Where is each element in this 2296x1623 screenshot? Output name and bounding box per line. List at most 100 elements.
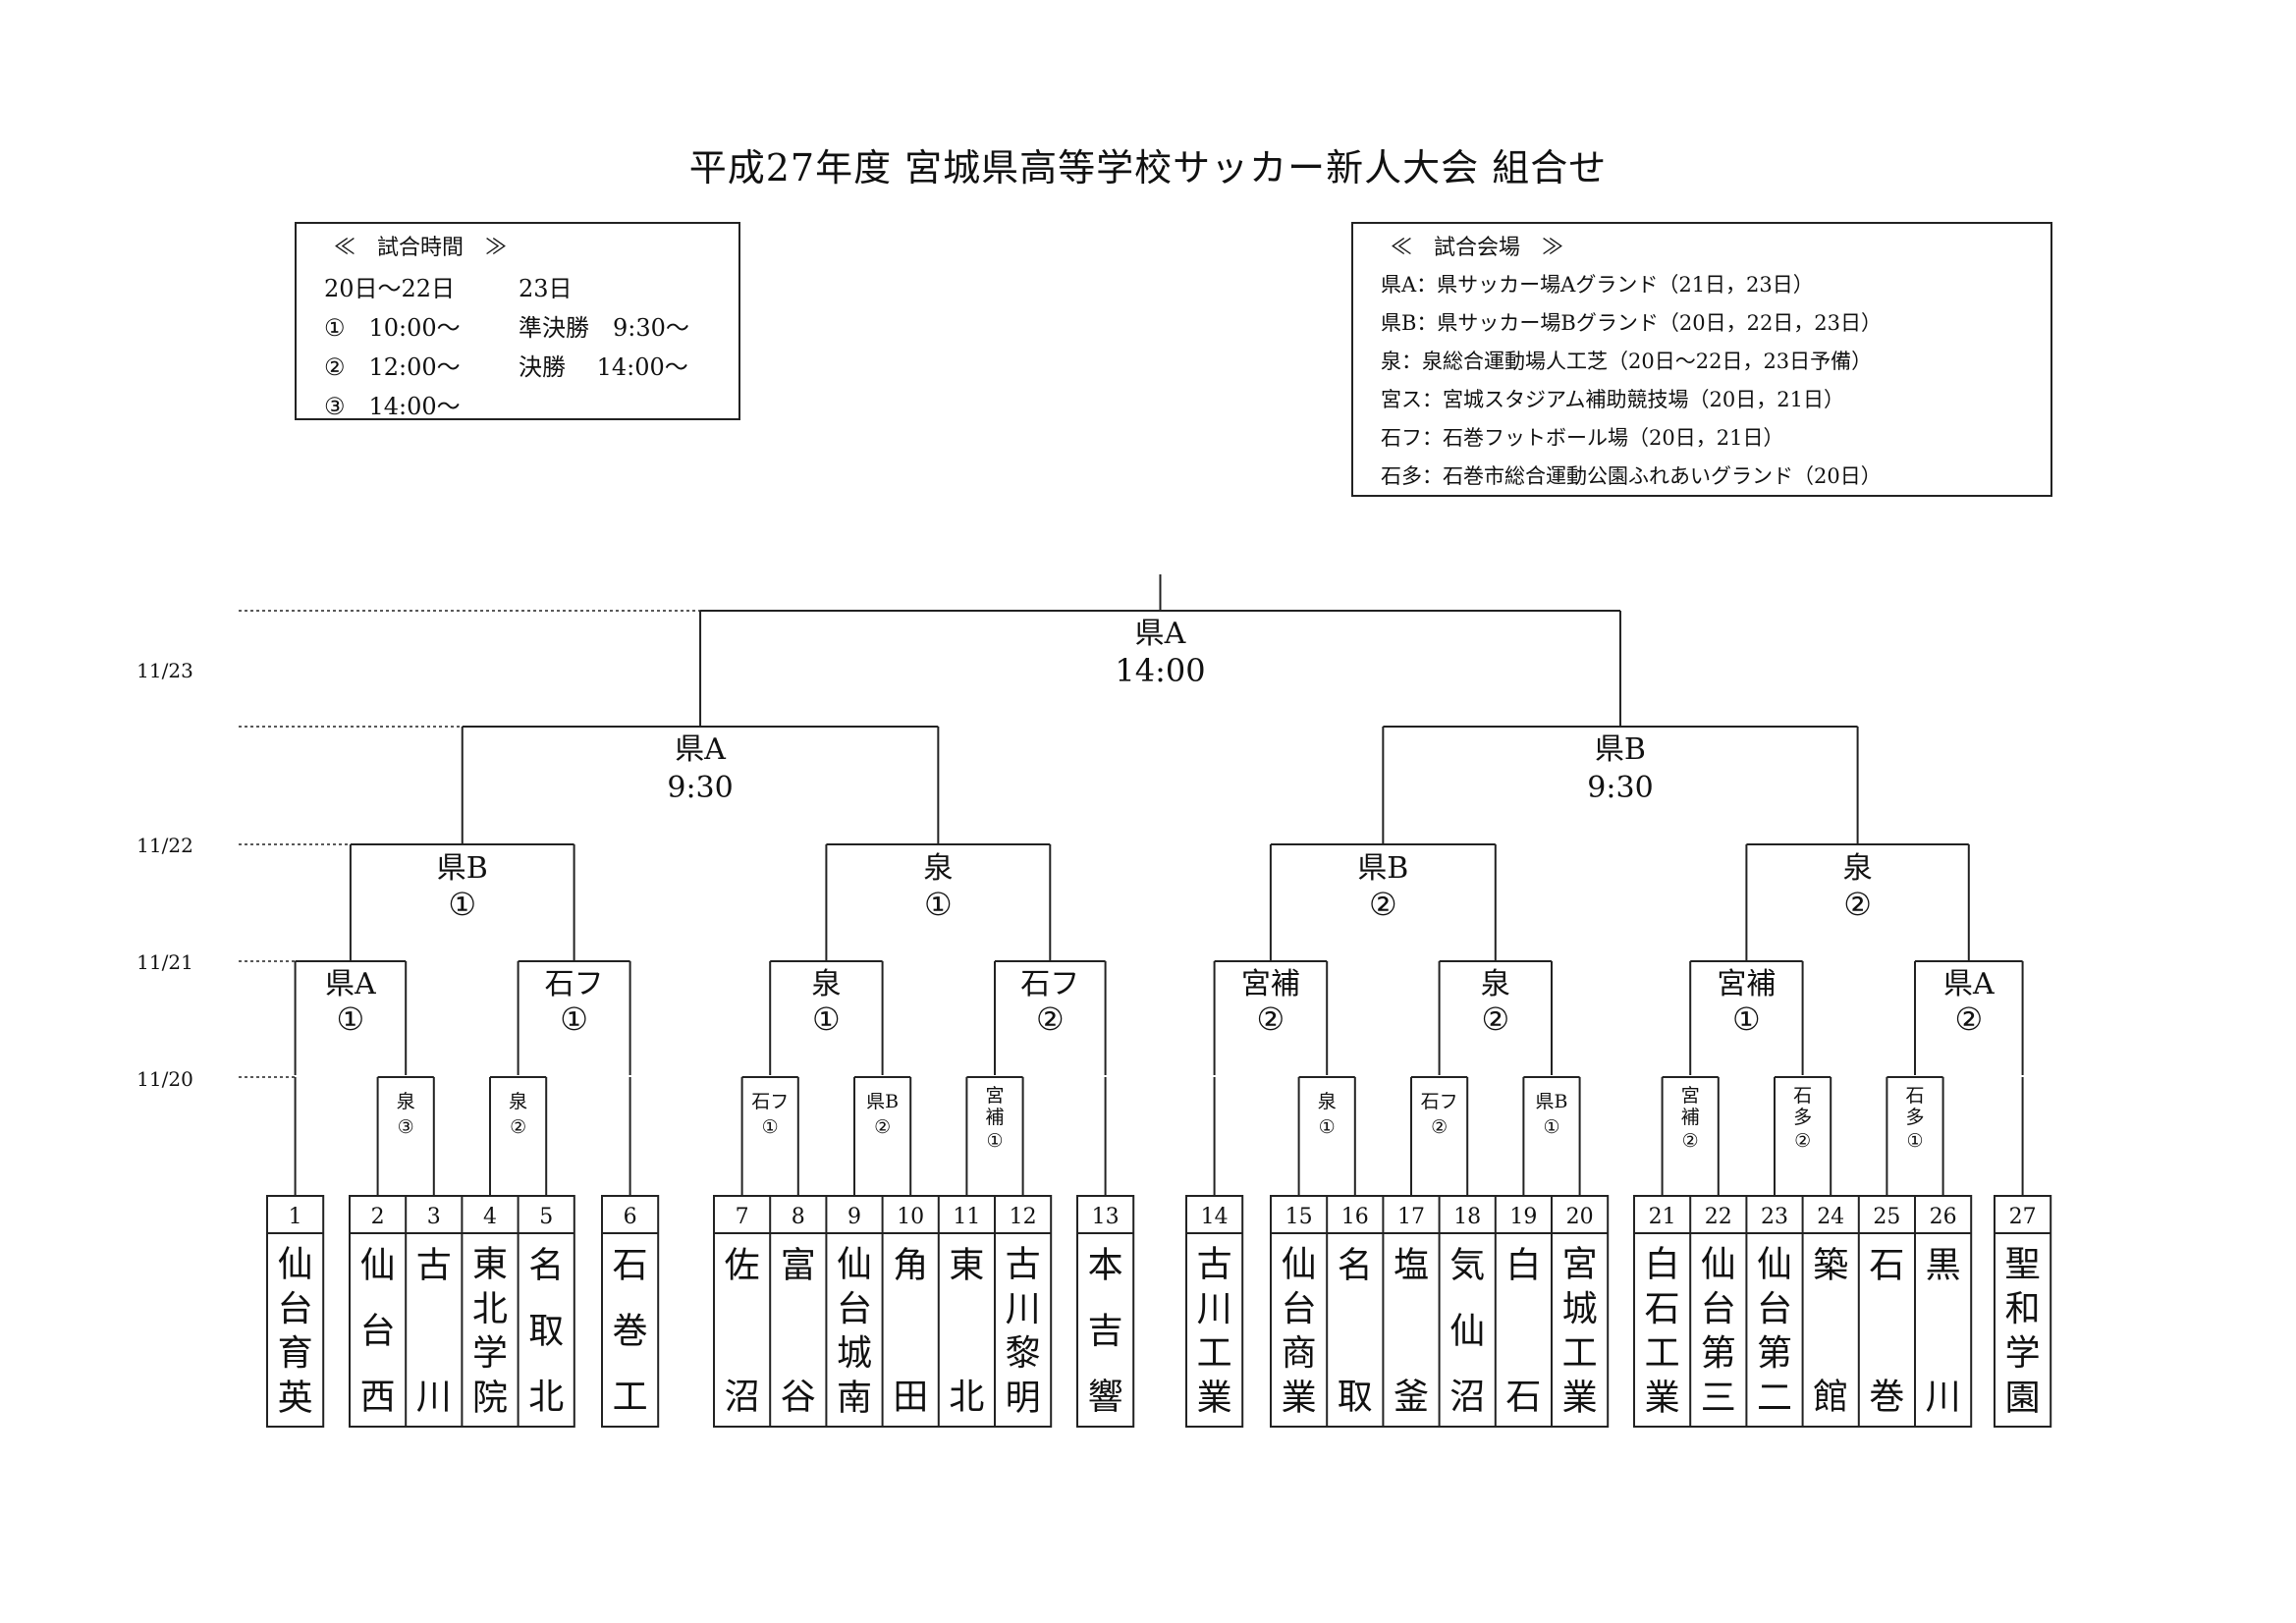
match-label-char: ②	[510, 1116, 526, 1138]
team-name-char: 北	[472, 1289, 508, 1329]
team-number: 21	[1649, 1205, 1676, 1229]
match-venue: 県B	[437, 851, 488, 886]
match-venue: 泉	[923, 851, 953, 886]
match-time: 9:30	[667, 771, 733, 805]
match-label-char: ①	[762, 1116, 779, 1138]
match-slot: ②	[1257, 1001, 1285, 1038]
team-name-char: 業	[1562, 1378, 1598, 1418]
team-name-char: 富	[781, 1246, 816, 1286]
team-name-char: 学	[472, 1333, 508, 1374]
match-label-char: 多	[1793, 1107, 1812, 1128]
team-name-char: 城	[837, 1333, 872, 1374]
team-name-char: 吉	[1088, 1312, 1123, 1352]
team-name-char: 院	[472, 1378, 508, 1418]
match-slot: ①	[448, 886, 476, 923]
match-venue: 泉	[811, 967, 841, 1001]
team-name-char: 仙	[1701, 1245, 1736, 1285]
team-name-char: 釜	[1394, 1377, 1429, 1417]
team-name-char: 石	[1645, 1289, 1680, 1329]
venue-line: 県A：県サッカー場Aグランド（21日，23日）	[1381, 273, 1814, 297]
time-row-right: 準決勝 9:30～	[519, 314, 689, 342]
match-venue: 県B	[1357, 851, 1408, 886]
team-name-char: 塩	[1394, 1246, 1429, 1286]
time-row-right: 23日	[519, 275, 573, 302]
match-label-char: ②	[1431, 1116, 1448, 1138]
team-name-char: 二	[1757, 1378, 1792, 1418]
match-slot: ①	[560, 1001, 588, 1038]
team-name-char: 宮	[1562, 1245, 1598, 1285]
team-name-char: 佐	[725, 1246, 760, 1286]
team-name-char: 本	[1088, 1246, 1123, 1286]
team-name-char: 川	[1006, 1289, 1041, 1329]
match-label-char: ①	[1906, 1130, 1923, 1152]
match-label-char: ②	[1794, 1130, 1811, 1152]
team-number: 15	[1285, 1205, 1313, 1229]
team-name-char: 仙	[1757, 1245, 1792, 1285]
team-name-char: 気	[1449, 1246, 1485, 1286]
team-name-char: 黒	[1926, 1246, 1961, 1286]
team-name-char: 沼	[1449, 1377, 1485, 1417]
match-label-char: 県B	[1536, 1091, 1568, 1112]
match-slot: ②	[1369, 886, 1397, 923]
team-name-char: 英	[278, 1378, 313, 1418]
team-name-char: 東	[949, 1246, 984, 1286]
team-number: 13	[1092, 1205, 1120, 1229]
team-name-char: 業	[1645, 1378, 1680, 1418]
team-name-char: 北	[528, 1377, 564, 1417]
team-name-char: 取	[528, 1312, 564, 1352]
team-name-char: 響	[1088, 1377, 1123, 1417]
match-slot: ②	[1481, 1001, 1509, 1038]
match-label-char: ①	[1543, 1116, 1559, 1138]
team-name-char: 名	[1338, 1246, 1373, 1286]
team-name-char: 台	[1282, 1289, 1317, 1329]
page-title: 平成27年度 宮城県高等学校サッカー新人大会 組合せ	[688, 146, 1608, 189]
match-label-char: 泉	[1318, 1091, 1337, 1112]
match-venue: 泉	[1481, 967, 1510, 1001]
match-label-char: 石フ	[751, 1091, 789, 1112]
team-name-char: 取	[1338, 1377, 1373, 1417]
match-time-heading: ≪ 試合時間 ≫	[334, 236, 508, 260]
match-venue: 県A	[1943, 967, 1995, 1001]
team-number: 1	[289, 1205, 302, 1229]
final-time: 14:00	[1115, 652, 1205, 689]
team-name-char: 台	[360, 1312, 396, 1352]
team-name-char: 古	[416, 1246, 452, 1286]
team-number: 4	[483, 1205, 497, 1229]
match-label-char: ①	[1319, 1116, 1336, 1138]
venue-box: ≪ 試合会場 ≫ 県A：県サッカー場Aグランド（21日，23日） 県B：県サッカ…	[1351, 222, 2052, 497]
team-number: 11	[953, 1205, 980, 1229]
venue-line: 宮ス：宮城スタジアム補助競技場（20日，21日）	[1381, 388, 1844, 411]
match-slot: ①	[1732, 1001, 1761, 1038]
team-number: 12	[1010, 1205, 1037, 1229]
match-label-char: 泉	[509, 1091, 527, 1112]
team-number: 27	[2009, 1205, 2037, 1229]
team-name-char: 業	[1197, 1378, 1232, 1418]
team-name-char: 仙	[1449, 1312, 1485, 1352]
team-name-char: 川	[416, 1377, 452, 1417]
team-number: 25	[1873, 1205, 1900, 1229]
match-label-char: 県B	[866, 1091, 899, 1112]
team-number: 19	[1509, 1205, 1537, 1229]
team-name-char: 仙	[278, 1245, 313, 1285]
match-slot: ②	[1843, 886, 1872, 923]
team-name-char: 石	[1869, 1246, 1904, 1286]
team-name-char: 築	[1813, 1246, 1848, 1286]
time-row-left: ③ 14:00～	[324, 393, 461, 420]
team-name-char: 北	[949, 1377, 984, 1417]
time-row-left: ② 12:00～	[324, 353, 461, 381]
team-name-char: 育	[278, 1333, 313, 1374]
match-time: 9:30	[1587, 771, 1653, 805]
team-name-char: 三	[1701, 1378, 1736, 1418]
match-slot: ①	[924, 886, 953, 923]
match-slot: ①	[812, 1001, 841, 1038]
team-number: 26	[1930, 1205, 1957, 1229]
venue-line: 泉：泉総合運動場人工芝（20日～22日，23日予備）	[1381, 350, 1873, 373]
team-name-char: 田	[893, 1377, 928, 1417]
team-name-char: 第	[1757, 1333, 1792, 1374]
team-number: 18	[1453, 1205, 1481, 1229]
time-row-right: 決勝 14:00～	[519, 353, 688, 381]
team-name-char: 学	[2005, 1333, 2041, 1374]
match-venue: 石フ	[545, 967, 604, 1001]
team-name-char: 仙	[837, 1245, 872, 1285]
